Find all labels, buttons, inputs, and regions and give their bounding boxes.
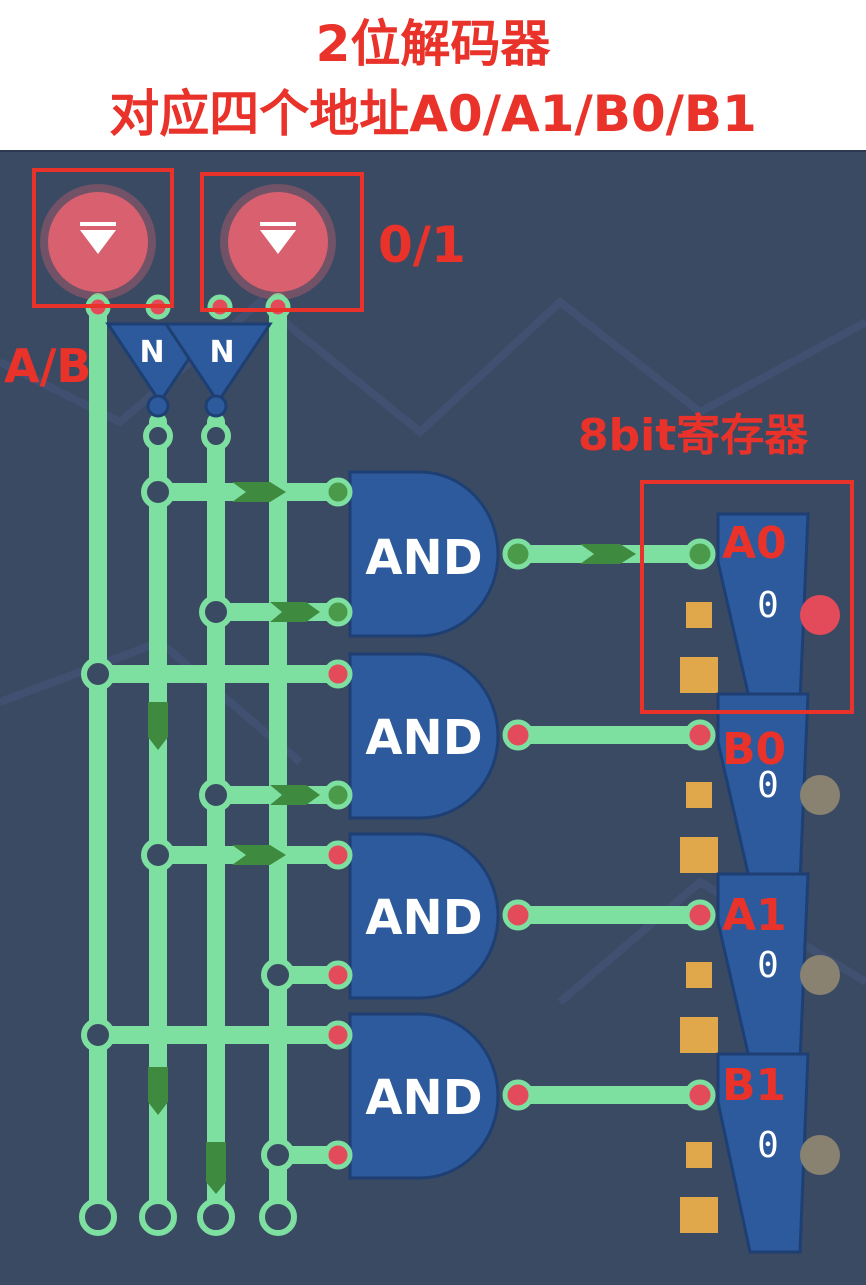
- register-pad: [686, 962, 712, 988]
- register-lamp: [800, 1135, 840, 1175]
- toggle-down-icon: [260, 230, 296, 254]
- register-value: 0: [757, 945, 779, 986]
- register-address-label: A0: [722, 518, 787, 569]
- register-lamp: [800, 955, 840, 995]
- register-lamp: [800, 775, 840, 815]
- toggle-down-icon: [80, 230, 116, 254]
- input-button-b[interactable]: [207, 184, 336, 320]
- register-address-label: B0: [722, 724, 786, 775]
- and-gate-1[interactable]: AND: [323, 470, 534, 638]
- register-b0[interactable]: 0 B0: [680, 692, 840, 884]
- not-gate-2[interactable]: N: [163, 322, 273, 418]
- and-gate-3[interactable]: AND: [323, 832, 534, 1000]
- register-value: 0: [757, 1125, 779, 1166]
- and-gate-label: AND: [365, 890, 482, 946]
- register-pad: [686, 782, 712, 808]
- register-pad: [680, 837, 718, 873]
- register-pad: [680, 1197, 718, 1233]
- circuit-board[interactable]: N N AND AND AND AND 0: [0, 150, 866, 1285]
- register-address-label: B1: [722, 1060, 786, 1111]
- input-a-b-label: A/B: [4, 339, 91, 393]
- and-gate-label: AND: [365, 530, 482, 586]
- not-gate-label: N: [139, 335, 164, 370]
- circuit-canvas[interactable]: N N AND AND AND AND 0: [0, 152, 866, 1285]
- register-a1[interactable]: 0 A1: [680, 872, 840, 1064]
- register-pad: [686, 1142, 712, 1168]
- title-line-1: 2位解码器: [315, 15, 551, 73]
- and-gate-label: AND: [365, 710, 482, 766]
- and-gate-4[interactable]: AND: [323, 1012, 534, 1180]
- register-address-label: A1: [722, 890, 787, 941]
- register-pad: [680, 657, 718, 693]
- and-gate-label: AND: [365, 1070, 482, 1126]
- not-gate-label: N: [209, 335, 234, 370]
- annotation-boxes: [32, 168, 854, 714]
- register-value: 0: [757, 765, 779, 806]
- input-button-a[interactable]: [40, 184, 171, 320]
- register-b1[interactable]: 0 B1: [680, 1052, 840, 1254]
- title-header: 2位解码器 对应四个地址A0/A1/B0/B1: [0, 0, 866, 150]
- register-value: 0: [757, 585, 779, 626]
- register-a0[interactable]: 0 A0: [680, 512, 840, 704]
- register-lamp: [800, 595, 840, 635]
- register-pad: [680, 1017, 718, 1053]
- and-gate-2[interactable]: AND: [323, 652, 534, 820]
- inputs-label: 0/1: [378, 216, 466, 274]
- signal-arrows: [148, 482, 636, 1194]
- title-line-2: 对应四个地址A0/A1/B0/B1: [109, 85, 757, 143]
- bus-wires: [89, 293, 709, 1221]
- register-label: 8bit寄存器: [578, 410, 809, 461]
- junction-nodes: [79, 421, 297, 1236]
- register-pad: [686, 602, 712, 628]
